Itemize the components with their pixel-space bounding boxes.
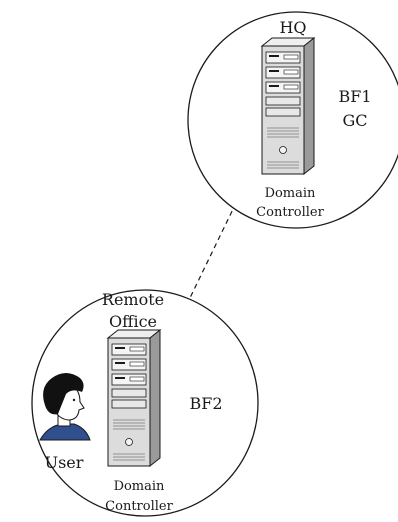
site-link-line bbox=[187, 202, 237, 303]
remote-title-line2: Office bbox=[109, 312, 157, 331]
remote-title-line1: Remote bbox=[102, 290, 164, 309]
hq-bf1-label: BF1 bbox=[338, 87, 371, 106]
hq-server-label-line1: Domain bbox=[265, 186, 316, 201]
remote-bf2-label: BF2 bbox=[189, 394, 222, 413]
hq-gc-label: GC bbox=[342, 111, 367, 130]
hq-server-label-line2: Controller bbox=[256, 205, 324, 220]
hq-server-icon bbox=[261, 37, 315, 175]
remote-server-label-line1: Domain bbox=[114, 479, 165, 494]
remote-server-label-line2: Controller bbox=[105, 499, 173, 514]
hq-title: HQ bbox=[279, 18, 306, 37]
user-icon bbox=[39, 373, 91, 441]
user-label: User bbox=[45, 453, 84, 472]
remote-server-icon bbox=[107, 329, 161, 467]
